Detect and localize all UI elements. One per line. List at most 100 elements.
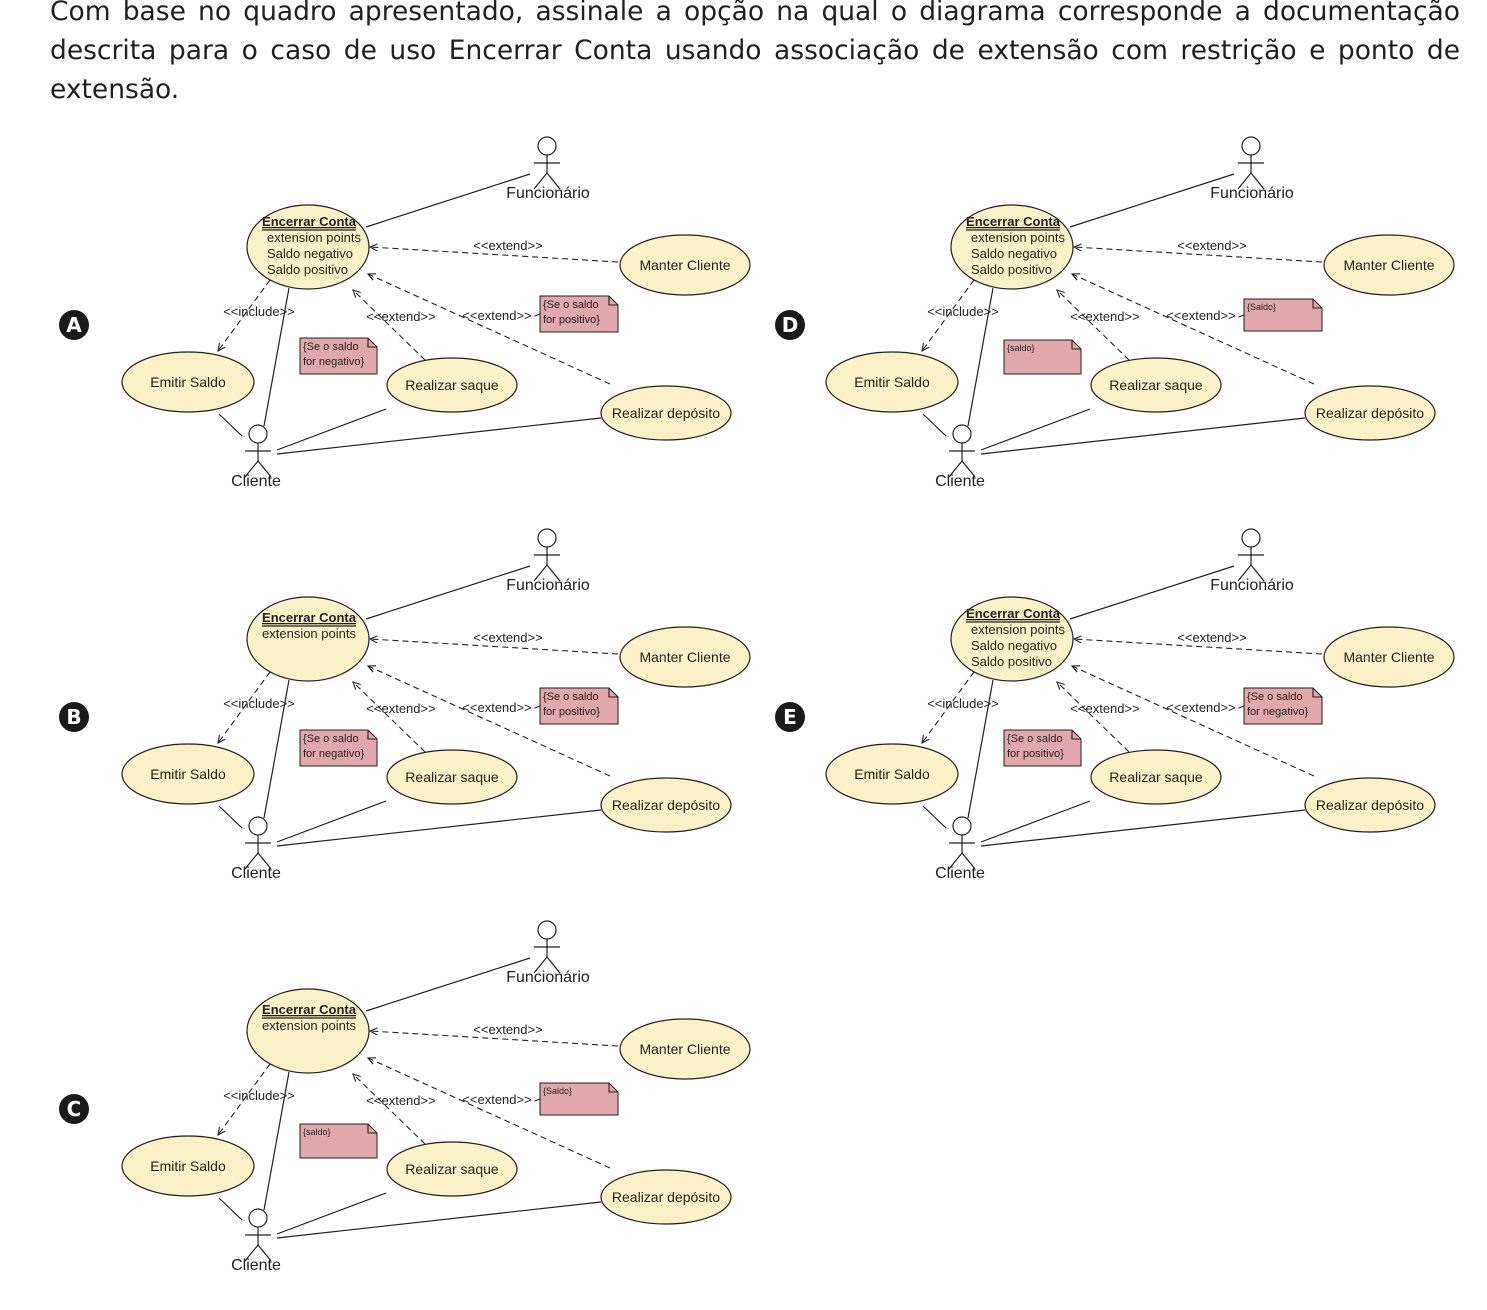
constraint-note-saque: {Se o saldo for negativo}	[299, 337, 378, 375]
usecase-manter-cliente-label: Manter Cliente	[1343, 649, 1434, 665]
option-badge-d: D	[775, 310, 805, 340]
include-label: <<include>>	[223, 304, 295, 319]
association-emitir	[218, 1197, 243, 1221]
usecase-emitir-saldo-label: Emitir Saldo	[150, 374, 226, 390]
usecase-realizar-saque-label: Realizar saque	[1109, 377, 1203, 393]
usecase-realizar-deposito: Realizar depósito	[1304, 385, 1436, 441]
usecase-realizar-deposito: Realizar depósito	[600, 1169, 732, 1225]
actor-funcionario-label: Funcionário	[1210, 577, 1294, 594]
arrowhead	[921, 343, 930, 353]
note-anchor	[531, 1098, 541, 1103]
association-emitir	[218, 413, 243, 437]
arrowhead	[1056, 289, 1065, 298]
extend-label-manter: <<extend>>	[473, 1022, 542, 1037]
constraint-note-saque-line: {saldo}	[1007, 343, 1035, 353]
actor-funcionario: Funcionário	[1210, 528, 1294, 594]
constraint-note-saque-line: {Se o saldo	[303, 341, 359, 353]
usecase-encerrar-title: Encerrar Conta	[262, 610, 357, 625]
actor-cliente: Cliente	[935, 424, 985, 490]
extension-point-item: Saldo positivo	[971, 654, 1052, 669]
extend-label-deposito: <<extend>>	[462, 308, 531, 323]
usecase-realizar-deposito: Realizar depósito	[1304, 777, 1436, 833]
include-label: <<include>>	[223, 1088, 295, 1103]
include-emitir	[921, 279, 975, 352]
extend-deposito	[367, 1057, 611, 1169]
association-saque	[276, 408, 387, 451]
usecase-emitir-saldo-label: Emitir Saldo	[854, 374, 930, 390]
extend-label-saque: <<extend>>	[1070, 701, 1139, 716]
option-badge-e: E	[775, 702, 805, 732]
constraint-note-deposito-line: {Se o saldo	[543, 691, 599, 703]
arrowhead	[352, 1073, 361, 1082]
note-anchor	[1235, 705, 1245, 710]
constraint-note-deposito: {Saldo}	[539, 1082, 619, 1116]
arrowhead	[368, 1027, 378, 1036]
extend-manter	[369, 1030, 619, 1047]
usecase-realizar-saque-label: Realizar saque	[405, 1161, 499, 1177]
constraint-note-saque-line: {saldo}	[303, 1127, 331, 1137]
diagram-option-d: {saldo}{Saldo}<<extend>><<extend>><<exte…	[704, 130, 1464, 510]
constraint-note-deposito-line: {Se o saldo	[543, 299, 599, 311]
constraint-note-deposito-line: {Saldo}	[1247, 302, 1276, 312]
usecase-emitir-saldo-label: Emitir Saldo	[854, 766, 930, 782]
include-emitir	[217, 671, 271, 744]
usecase-realizar-saque-label: Realizar saque	[405, 769, 499, 785]
include-label: <<include>>	[927, 304, 999, 319]
association-funcionario	[365, 565, 531, 620]
usecase-manter-cliente-label: Manter Cliente	[639, 649, 730, 665]
extend-deposito	[1071, 665, 1315, 777]
association-emitir	[218, 805, 243, 829]
actor-funcionario-label: Funcionário	[506, 577, 590, 594]
actor-cliente-label: Cliente	[231, 1257, 281, 1274]
usecase-realizar-saque-label: Realizar saque	[1109, 769, 1203, 785]
actor-funcionario-label: Funcionário	[506, 185, 590, 202]
actor-cliente: Cliente	[231, 816, 281, 882]
usecase-encerrar-title: Encerrar Conta	[966, 606, 1061, 621]
extension-point-item: Saldo negativo	[971, 246, 1057, 261]
usecase-realizar-saque-label: Realizar saque	[405, 377, 499, 393]
arrowhead	[368, 635, 378, 644]
note-anchor	[531, 705, 541, 710]
extend-label-manter: <<extend>>	[1177, 238, 1246, 253]
extend-deposito	[1071, 273, 1315, 385]
actor-funcionario: Funcionário	[506, 920, 590, 986]
association-saque	[276, 800, 387, 843]
association-deposito	[276, 809, 602, 847]
extend-saque	[352, 1073, 426, 1145]
include-emitir	[217, 279, 271, 352]
extend-label-deposito: <<extend>>	[1166, 308, 1235, 323]
constraint-note-deposito: {Saldo}	[1243, 298, 1323, 332]
extend-deposito	[367, 273, 611, 385]
association-emitir	[922, 805, 947, 829]
actor-cliente-label: Cliente	[231, 865, 281, 882]
constraint-note-deposito-line: {Saldo}	[543, 1086, 572, 1096]
constraint-note-saque-line: for negativo}	[303, 748, 364, 760]
option-badge-b: B	[59, 702, 89, 732]
extend-label-manter: <<extend>>	[473, 238, 542, 253]
usecase-realizar-saque: Realizar saque	[386, 749, 518, 805]
constraint-note-saque: {saldo}	[1003, 339, 1082, 375]
constraint-note-saque-line: for negativo}	[303, 356, 364, 368]
arrowhead	[1070, 665, 1081, 673]
arrowhead	[1070, 273, 1081, 281]
arrowhead	[1072, 243, 1082, 252]
constraint-note-saque: {saldo}	[299, 1123, 378, 1159]
association-emitir	[922, 413, 947, 437]
extend-label-manter: <<extend>>	[473, 630, 542, 645]
association-deposito	[276, 417, 602, 455]
include-emitir	[921, 671, 975, 744]
arrowhead	[352, 681, 361, 690]
usecase-manter-cliente: Manter Cliente	[1323, 234, 1455, 296]
association-funcionario	[365, 957, 531, 1012]
actor-funcionario-label: Funcionário	[506, 969, 590, 986]
arrowhead	[1072, 635, 1082, 644]
extend-label-manter: <<extend>>	[1177, 630, 1246, 645]
include-label: <<include>>	[223, 696, 295, 711]
arrowhead	[1056, 681, 1065, 690]
note-anchor	[1235, 314, 1245, 319]
arrowhead	[366, 273, 377, 281]
